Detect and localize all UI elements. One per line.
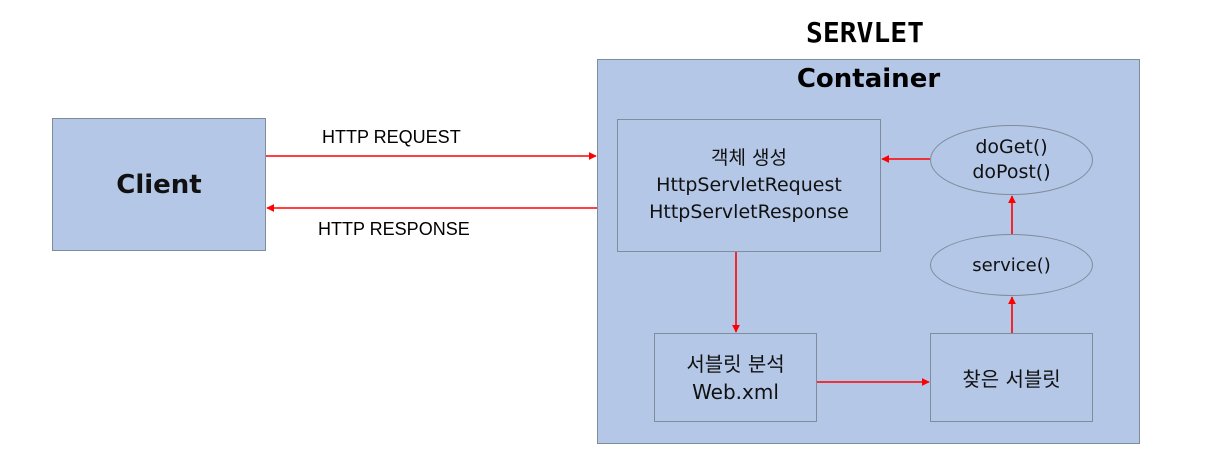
service-ellipse: service() xyxy=(930,234,1093,296)
http-request-label: HTTP REQUEST xyxy=(322,127,461,147)
http-response-label: HTTP RESPONSE xyxy=(318,219,470,239)
found-servlet-label: 찾은 서블릿 xyxy=(962,367,1061,391)
client-box: Client xyxy=(52,118,266,251)
client-label: Client xyxy=(116,169,202,200)
object-creation-line-2: HttpServletRequest xyxy=(656,174,842,196)
servlet-analysis-line-1: 서블릿 분석 xyxy=(686,351,785,376)
do-methods-line-1: doGet() xyxy=(975,136,1048,158)
service-label: service() xyxy=(972,254,1051,276)
diagram-title: SERVLET xyxy=(805,16,924,49)
servlet-analysis-line-2: Web.xml xyxy=(692,379,779,404)
object-creation-box: 객체 생성 HttpServletRequest HttpServletResp… xyxy=(617,119,881,252)
object-creation-line-3: HttpServletResponse xyxy=(649,201,849,223)
do-methods-ellipse: doGet() doPost() xyxy=(930,125,1093,195)
found-servlet-box: 찾은 서블릿 xyxy=(930,333,1093,422)
container-title: Container xyxy=(796,64,941,94)
do-methods-line-2: doPost() xyxy=(972,161,1051,183)
object-creation-line-1: 객체 생성 xyxy=(711,147,787,169)
servlet-analysis-box: 서블릿 분석 Web.xml xyxy=(654,333,817,422)
